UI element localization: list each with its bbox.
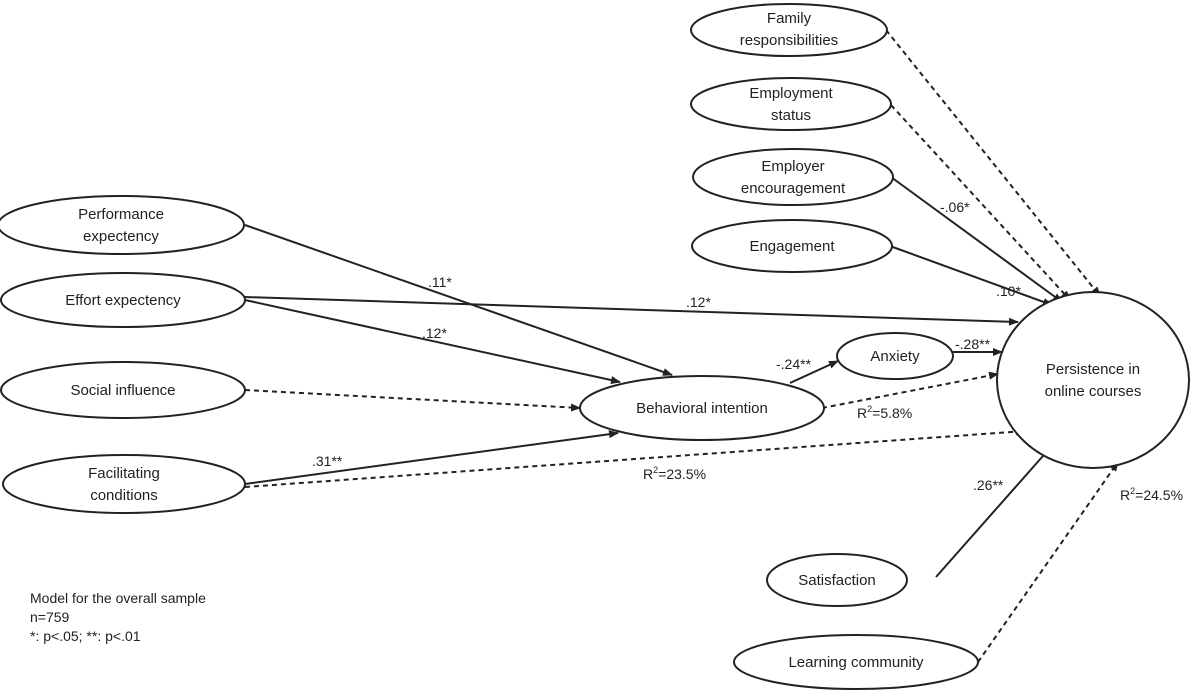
coef-engagement-persistence: .10* bbox=[996, 283, 1021, 299]
label-persistence-l2: online courses bbox=[1045, 383, 1142, 400]
label-facilitating-l2: conditions bbox=[90, 487, 158, 504]
edge-employer-persistence bbox=[890, 176, 1063, 303]
label-effort: Effort expectency bbox=[65, 292, 181, 309]
edge-satisfaction-persistence bbox=[935, 447, 1051, 578]
node-employer-encouragement bbox=[692, 148, 894, 206]
label-employment-l2: status bbox=[771, 107, 811, 124]
node-family-responsibilities bbox=[690, 3, 888, 57]
node-facilitating-conditions bbox=[2, 454, 246, 514]
note-significance: *: p<.05; **: p<.01 bbox=[30, 628, 141, 644]
model-note: Model for the overall sample n=759 *: p<… bbox=[30, 589, 206, 646]
edge-effort-persistence bbox=[244, 296, 1019, 326]
label-learning: Learning community bbox=[788, 654, 924, 671]
edge-social-behavioral bbox=[244, 389, 581, 412]
coef-effort-persistence: .12* bbox=[686, 294, 711, 310]
edges bbox=[244, 29, 1119, 663]
edge-learning-persistence bbox=[977, 461, 1119, 663]
label-family-l1: Family bbox=[767, 10, 812, 27]
node-anxiety bbox=[836, 332, 954, 380]
nodes bbox=[0, 3, 1190, 690]
label-persistence-l1: Persistence in bbox=[1046, 361, 1140, 378]
edge-effort-behavioral bbox=[244, 299, 621, 384]
r-squared-labels: R2=5.8% R2=23.5% R2=24.5% bbox=[643, 404, 1183, 503]
node-satisfaction bbox=[766, 553, 908, 607]
edge-facilitating-behavioral bbox=[244, 430, 619, 485]
node-engagement bbox=[691, 219, 893, 273]
r2-persistence: R2=24.5% bbox=[1120, 486, 1183, 503]
node-behavioral-intention bbox=[579, 375, 825, 441]
r2-behavioral: R2=23.5% bbox=[643, 465, 706, 482]
label-behavioral: Behavioral intention bbox=[636, 400, 768, 417]
edge-labels: .11* .12* .12* -.24** -.28** .31** -.06*… bbox=[312, 199, 1021, 493]
node-employment-status bbox=[690, 77, 892, 131]
edge-employment-persistence bbox=[890, 104, 1071, 301]
note-sample: Model for the overall sample bbox=[30, 590, 206, 606]
label-performance-l1: Performance bbox=[78, 206, 164, 223]
label-employment-l1: Employment bbox=[749, 85, 833, 102]
label-anxiety: Anxiety bbox=[870, 348, 920, 365]
coef-performance-behavioral: .11* bbox=[428, 274, 452, 290]
label-social: Social influence bbox=[70, 382, 175, 399]
coef-anxiety-persistence: -.28** bbox=[955, 336, 991, 352]
note-n: n=759 bbox=[30, 609, 70, 625]
label-employer-l1: Employer bbox=[761, 158, 824, 175]
edge-performance-behavioral bbox=[244, 224, 673, 376]
label-facilitating-l1: Facilitating bbox=[88, 465, 160, 482]
node-effort-expectency bbox=[0, 272, 246, 328]
coef-behavioral-anxiety: -.24** bbox=[776, 356, 812, 372]
node-labels: Family responsibilities Employment statu… bbox=[65, 10, 1141, 671]
r2-anxiety: R2=5.8% bbox=[857, 404, 912, 421]
label-family-l2: responsibilities bbox=[740, 32, 838, 49]
coef-satisfaction-persistence: .26** bbox=[973, 477, 1004, 493]
edge-engagement-persistence bbox=[889, 245, 1053, 306]
edge-behavioral-anxiety bbox=[789, 360, 839, 384]
node-social-influence bbox=[0, 361, 246, 419]
edge-facilitating-persistence bbox=[244, 427, 1026, 488]
edge-family-persistence bbox=[885, 29, 1101, 297]
node-learning-community bbox=[733, 634, 979, 690]
coef-effort-behavioral: .12* bbox=[422, 325, 447, 341]
node-persistence bbox=[996, 291, 1190, 469]
label-satisfaction: Satisfaction bbox=[798, 572, 876, 589]
label-employer-l2: encouragement bbox=[741, 180, 846, 197]
coef-facilitating-behavioral: .31** bbox=[312, 453, 343, 469]
edge-behavioral-persistence bbox=[821, 371, 999, 409]
node-performance-expectency bbox=[0, 195, 245, 255]
coef-employer-persistence: -.06* bbox=[940, 199, 970, 215]
label-performance-l2: expectency bbox=[83, 228, 159, 245]
label-engagement: Engagement bbox=[749, 238, 835, 255]
